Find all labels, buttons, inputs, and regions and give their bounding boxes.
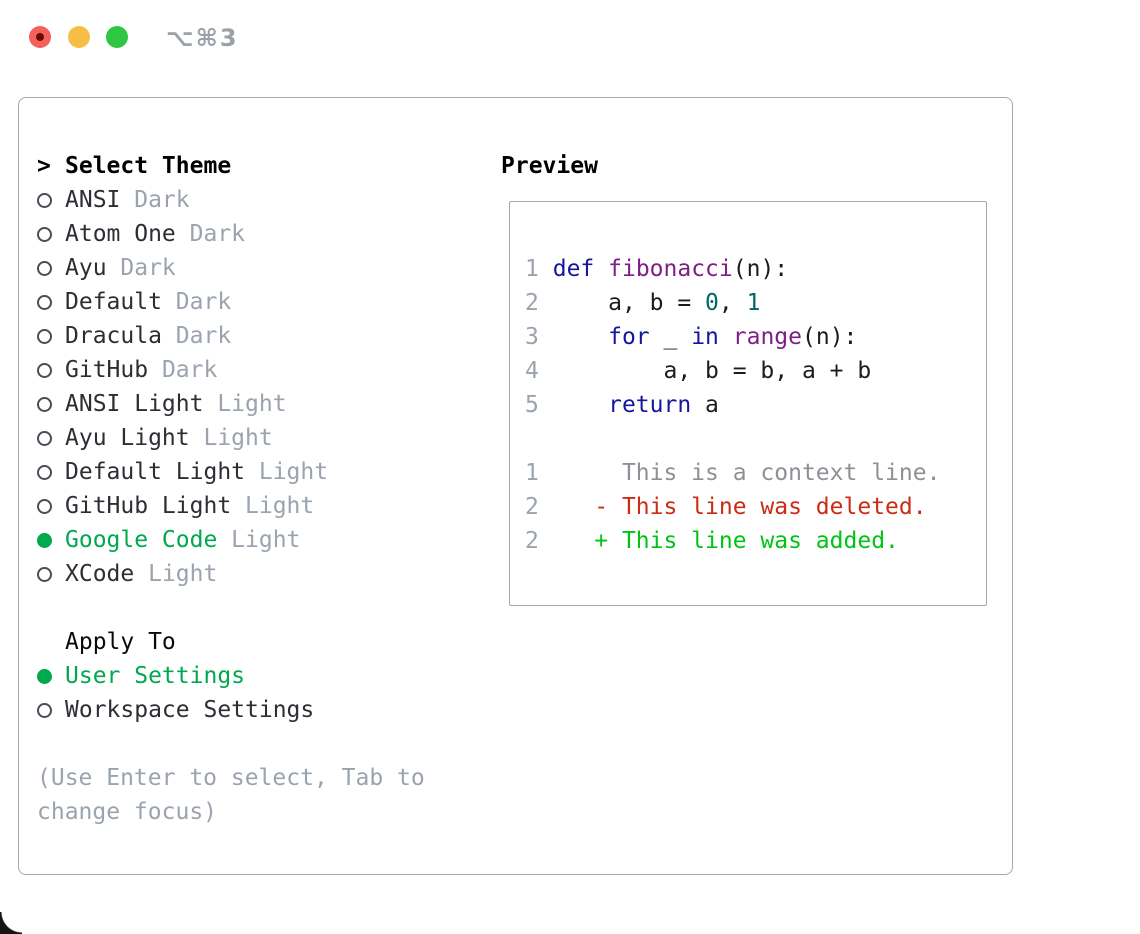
spacer (37, 591, 425, 625)
radio-icon (37, 396, 52, 412)
radio-icon (37, 362, 52, 378)
theme-option-label: GitHub (65, 357, 149, 383)
theme-variant-label: Light (203, 391, 287, 417)
apply-to-option-label: Workspace Settings (65, 697, 315, 723)
hint-text-line-2: change focus) (37, 799, 218, 825)
radio-selected-icon (37, 532, 52, 548)
cursor-chevron-icon: > (37, 153, 51, 179)
zoom-button[interactable] (106, 26, 128, 48)
theme-variant-label: Dark (148, 357, 218, 383)
code-line: 2 + This line was added. (525, 528, 899, 554)
theme-variant-label: Dark (161, 323, 232, 349)
radio-icon (37, 294, 52, 310)
code-line: 5 return a (525, 392, 719, 418)
theme-option-label: Default (65, 289, 162, 315)
apply-to-option-user-settings[interactable]: User Settings (37, 659, 425, 693)
theme-variant-label: Light (189, 425, 273, 451)
code-line: 2 a, b = 0, 1 (525, 290, 761, 316)
theme-option-ayu[interactable]: Ayu Dark (37, 251, 425, 285)
spacer (37, 727, 425, 761)
theme-option-github-light[interactable]: GitHub Light Light (37, 489, 425, 523)
radio-icon (37, 702, 52, 718)
radio-icon (37, 192, 52, 208)
radio-icon (37, 226, 52, 242)
hint-text-line-1: (Use Enter to select, Tab to (37, 765, 425, 791)
radio-icon (37, 498, 52, 514)
code-line: 4 a, b = b, a + b (525, 358, 872, 384)
code-preview: 1 def fibonacci(n): 2 a, b = 0, 1 3 for _ … (525, 252, 986, 558)
theme-option-label: Google Code (65, 527, 218, 553)
preview-code-box: 1 def fibonacci(n): 2 a, b = 0, 1 3 for _ … (509, 201, 987, 606)
theme-option-dracula[interactable]: Dracula Dark (37, 319, 425, 353)
code-line: 3 for _ in range(n): (525, 324, 858, 350)
code-line: 1 def fibonacci(n): (525, 256, 789, 282)
unsaved-indicator-dot (36, 33, 44, 41)
theme-variant-label: Light (134, 561, 218, 587)
minimize-button[interactable] (68, 26, 90, 48)
theme-option-google-code[interactable]: Google Code Light (37, 523, 425, 557)
theme-option-label: XCode (65, 561, 135, 587)
keyboard-shortcut-label: ⌥⌘3 (166, 24, 239, 52)
theme-option-default-light[interactable]: Default Light Light (37, 455, 425, 489)
theme-option-label: Dracula (65, 323, 162, 349)
apply-to-option-workspace-settings[interactable]: Workspace Settings (37, 693, 425, 727)
theme-option-label: Ayu (65, 255, 107, 281)
radio-icon (37, 566, 52, 582)
theme-option-label: Default Light (65, 459, 246, 485)
radio-icon (37, 328, 52, 344)
apply-to-option-label: User Settings (65, 663, 246, 689)
close-button[interactable] (29, 26, 51, 48)
code-line: 1 This is a context line. (525, 460, 941, 486)
theme-variant-label: Dark (161, 289, 232, 315)
theme-variant-label: Dark (106, 255, 176, 281)
theme-option-label: ANSI (65, 187, 121, 213)
theme-option-xcode[interactable]: XCode Light (37, 557, 425, 591)
theme-option-label: Atom One (65, 221, 176, 247)
theme-option-default[interactable]: Default Dark (37, 285, 425, 319)
theme-option-label: GitHub Light (65, 493, 232, 519)
radio-icon (37, 464, 52, 480)
radio-icon (37, 430, 52, 446)
theme-variant-label: Dark (120, 187, 190, 213)
apply-to-title: Apply To (65, 629, 176, 655)
preview-title: Preview (501, 153, 598, 179)
code-line: 2 - This line was deleted. (525, 494, 927, 520)
radio-icon (37, 260, 52, 276)
select-theme-title: Select Theme (65, 153, 232, 179)
theme-variant-label: Light (217, 527, 301, 553)
code-blank-line (525, 422, 986, 456)
theme-option-label: Ayu Light (65, 425, 190, 451)
radio-selected-icon (37, 668, 52, 684)
theme-option-ayu-light[interactable]: Ayu Light Light (37, 421, 425, 455)
theme-option-ansi-light[interactable]: ANSI Light Light (37, 387, 425, 421)
theme-option-label: ANSI Light (65, 391, 204, 417)
theme-variant-label: Light (231, 493, 315, 519)
theme-variant-label: Light (245, 459, 329, 485)
screen-corner (0, 912, 22, 934)
theme-option-ansi[interactable]: ANSI Dark (37, 183, 425, 217)
theme-option-atom-one[interactable]: Atom One Dark (37, 217, 425, 251)
theme-variant-label: Dark (175, 221, 246, 247)
select-theme-header: > Select Theme (37, 149, 425, 183)
apply-to-header: Apply To (37, 625, 425, 659)
theme-option-github[interactable]: GitHub Dark (37, 353, 425, 387)
